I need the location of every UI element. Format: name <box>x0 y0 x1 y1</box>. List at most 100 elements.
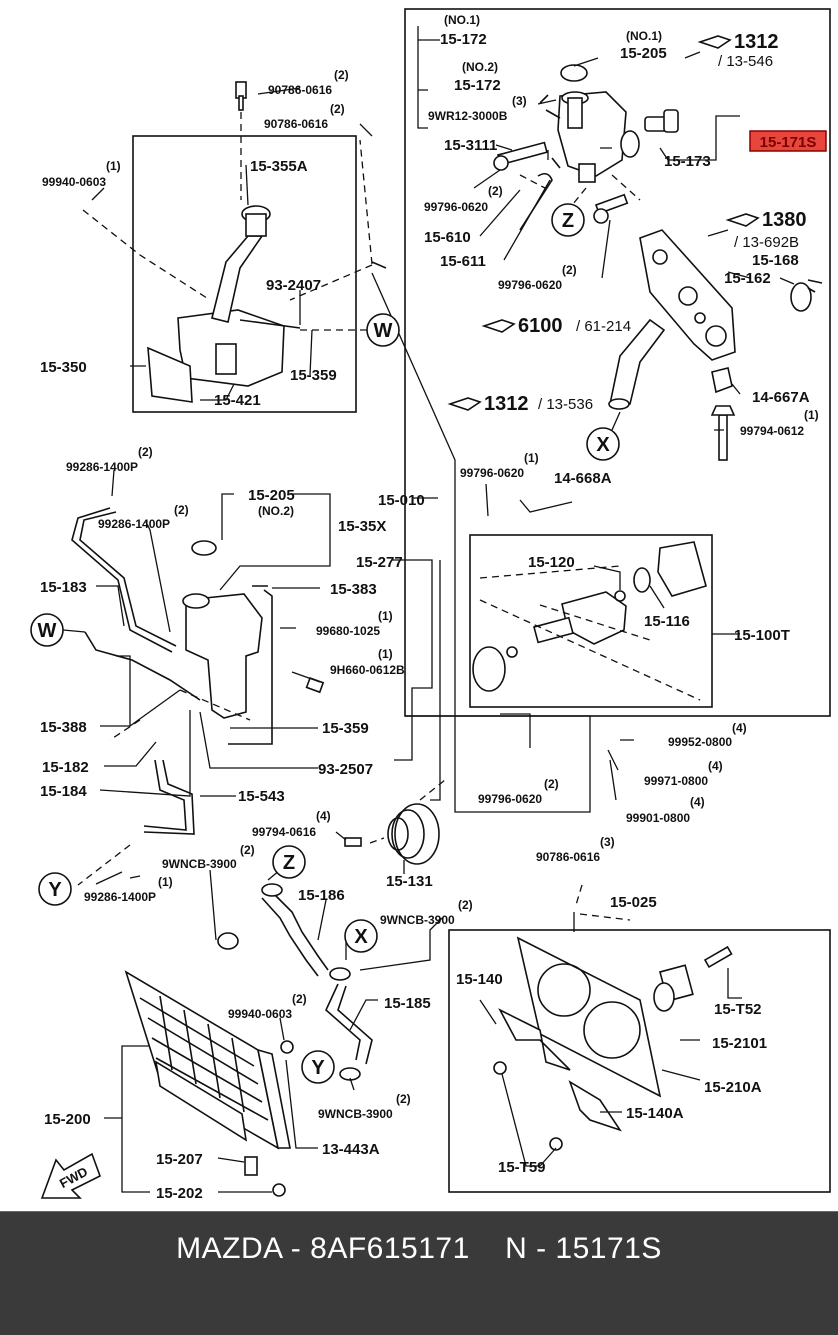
label: 15-162 <box>724 270 771 287</box>
label: 15-010 <box>378 492 425 509</box>
label: 15-205 <box>620 45 667 62</box>
label: 15-35X <box>338 518 386 535</box>
svg-text:/ 13-692B: / 13-692B <box>734 234 799 251</box>
label: (1) <box>804 408 819 422</box>
label: 15-182 <box>42 759 89 776</box>
label: 99952-0800 <box>668 735 732 749</box>
label: 15-T59 <box>498 1159 546 1176</box>
label: (3) <box>512 94 527 108</box>
svg-text:6100: 6100 <box>518 315 563 337</box>
label: (4) <box>316 809 331 823</box>
label: 15-202 <box>156 1185 203 1202</box>
label: 99901-0800 <box>626 811 690 825</box>
callout-y-left: Y <box>38 872 72 906</box>
callout-x-lower: X <box>344 919 378 953</box>
svg-text:/ 61-214: / 61-214 <box>576 318 631 335</box>
label: 15-185 <box>384 995 431 1012</box>
ref-arrow-6100: 6100 / 61-214 <box>481 315 631 337</box>
label: (2) <box>488 184 503 198</box>
label: (2) <box>458 898 473 912</box>
svg-text:Z: Z <box>562 210 574 232</box>
label: 15-388 <box>40 719 87 736</box>
label: 15-355A <box>250 158 308 175</box>
fwd-arrow: FWD <box>40 1152 101 1199</box>
label: 15-172 <box>454 77 501 94</box>
label: (2) <box>396 1092 411 1106</box>
svg-text:X: X <box>596 434 610 456</box>
label: 99796-0620 <box>460 466 524 480</box>
svg-text:Y: Y <box>48 879 62 901</box>
svg-text:/ 13-546: / 13-546 <box>718 53 773 70</box>
label: (1) <box>158 875 173 889</box>
ref-arrow-1380: 1380 / 13-692B <box>725 209 807 251</box>
label: 99796-0620 <box>498 278 562 292</box>
label: 99794-0612 <box>740 424 804 438</box>
svg-text:1380: 1380 <box>762 209 807 231</box>
fan-clutch-box <box>469 534 713 708</box>
label: 15-611 <box>440 253 486 270</box>
fan-clutch <box>472 541 707 701</box>
svg-text:X: X <box>354 926 368 948</box>
svg-text:W: W <box>374 320 393 342</box>
svg-text:/ 13-536: / 13-536 <box>538 396 593 413</box>
label: 15-200 <box>44 1111 91 1128</box>
label: 15-350 <box>40 359 87 376</box>
label: (NO.1) <box>444 13 480 27</box>
label: 90786-0616 <box>536 850 600 864</box>
label: 9WNCB-3900 <box>318 1107 393 1121</box>
highlighted-part-15-171s: 15-171S <box>749 130 827 152</box>
part-labels: (NO.1) 15-172 (NO.2) 15-172 (3) 9WR12-30… <box>40 13 819 1202</box>
svg-text:1312: 1312 <box>734 31 779 53</box>
label: 99940-0603 <box>228 1007 292 1021</box>
label: 90786-0616 <box>264 117 328 131</box>
label: (2) <box>240 843 255 857</box>
label: 15-140A <box>626 1105 684 1122</box>
label: 99971-0800 <box>644 774 708 788</box>
label: (4) <box>732 721 747 735</box>
label: 15-168 <box>752 252 799 269</box>
leader-lines <box>91 26 795 1193</box>
ref-arrow-1312-mid: 1312 / 13-536 <box>447 393 593 415</box>
label: 15-359 <box>290 367 337 384</box>
label: 99796-0620 <box>478 792 542 806</box>
radiator-hoses <box>217 883 373 1081</box>
label: 15-172 <box>440 31 487 48</box>
radiator <box>124 970 294 1197</box>
label: 13-443A <box>322 1141 380 1158</box>
label: (NO.2) <box>462 60 498 74</box>
label: 15-610 <box>424 229 471 246</box>
label: (NO.1) <box>626 29 662 43</box>
label: 14-667A <box>752 389 810 406</box>
label: 15-T52 <box>714 1001 762 1018</box>
callout-w-upper: W <box>366 313 400 347</box>
reservoir-group-box <box>132 135 357 413</box>
pulley <box>344 779 446 865</box>
label: 15-383 <box>330 581 377 598</box>
label: 15-120 <box>528 554 575 571</box>
cooling-fan-assembly <box>493 884 733 1151</box>
water-pump-group-box <box>404 8 831 717</box>
label: (2) <box>174 503 189 517</box>
label: 15-210A <box>704 1079 762 1096</box>
label: 15-173 <box>664 153 711 170</box>
label: 9WNCB-3900 <box>380 913 455 927</box>
highlight-box <box>749 130 827 152</box>
label: 15-116 <box>644 613 690 630</box>
label: 15-359 <box>322 720 369 737</box>
label: 9H660-0612B <box>330 663 405 677</box>
label: 15-100T <box>734 627 790 644</box>
fan-assembly-box <box>448 929 831 1193</box>
label: 99794-0616 <box>252 825 316 839</box>
callout-z-lower: Z <box>272 845 306 879</box>
label: 15-277 <box>356 554 403 571</box>
label: 99680-1025 <box>316 624 380 638</box>
label: 99796-0620 <box>424 200 488 214</box>
svg-text:Z: Z <box>283 852 295 874</box>
label: (2) <box>334 68 349 82</box>
label: 15-421 <box>214 392 261 409</box>
label: 99286-1400P <box>84 890 156 904</box>
label: 15-2101 <box>712 1035 767 1052</box>
label: 93-2407 <box>266 277 321 294</box>
label: 15-3111 <box>444 137 497 154</box>
label: (3) <box>600 835 615 849</box>
